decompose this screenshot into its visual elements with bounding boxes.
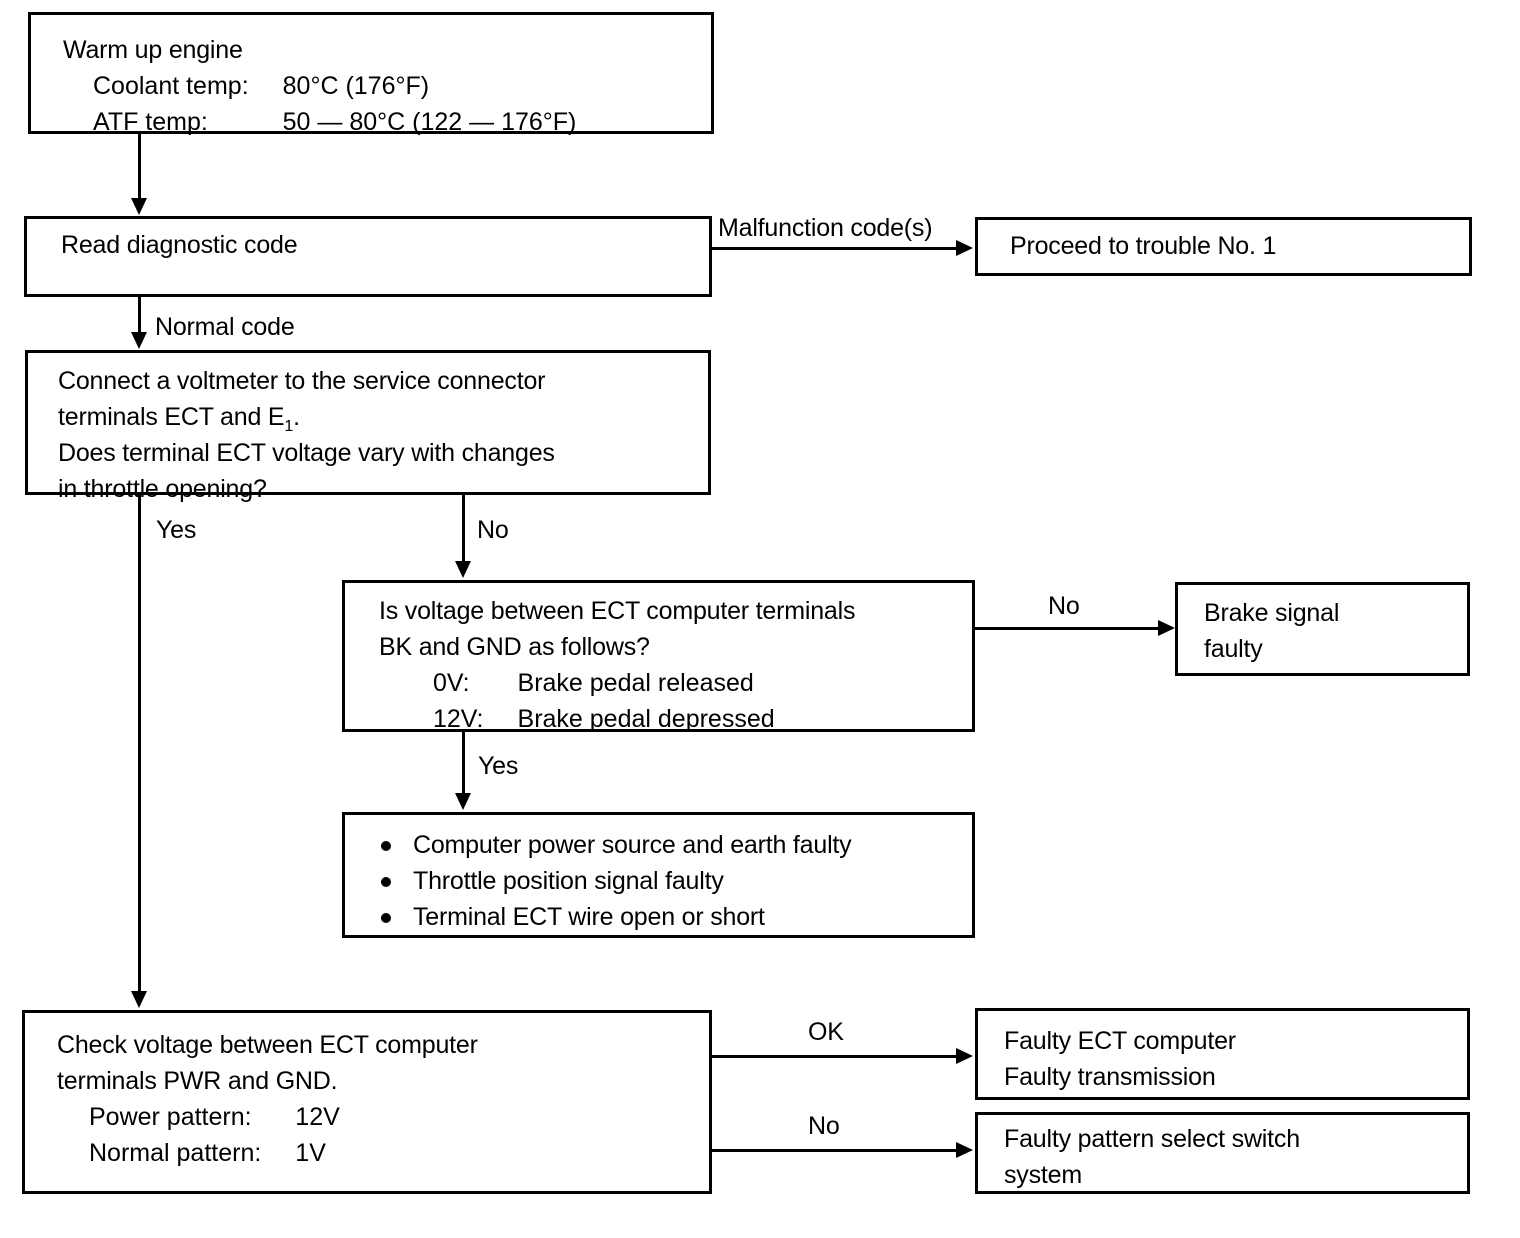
node-probable-causes: Computer power source and earth faulty T… (342, 812, 975, 938)
arrowhead-right-icon (956, 1142, 973, 1158)
connector-voltmeter-no (462, 495, 465, 563)
node-check-voltage: Check voltage between ECT computer termi… (22, 1010, 712, 1194)
normal-pattern-label: Normal pattern: (89, 1139, 262, 1167)
edge-label-no-voltmeter: No (477, 516, 509, 544)
voltmeter-line-2-subscript: 1 (284, 418, 294, 435)
arrowhead-down-icon (131, 198, 147, 215)
power-pattern-value: 12V (295, 1103, 340, 1131)
node-faulty-ect-computer: Faulty ECT computer Faulty transmission (975, 1008, 1470, 1100)
spacer (249, 104, 283, 140)
node-brake-signal-faulty: Brake signal faulty (1175, 582, 1470, 676)
table-row: Power pattern: 12V (89, 1099, 340, 1135)
faulty-switch-line-2: system (1004, 1161, 1082, 1189)
arrowhead-down-icon (131, 332, 147, 349)
node-connect-voltmeter: Connect a voltmeter to the service conne… (25, 350, 711, 503)
spacer (484, 701, 518, 737)
connector-warmup-to-readcode (138, 134, 141, 200)
read-code-text: Read diagnostic code (61, 231, 298, 259)
pedal-released-label: 0V: (433, 669, 470, 697)
pedal-released-value: Brake pedal released (517, 669, 754, 697)
faulty-switch-line-1: Faulty pattern select switch (1004, 1125, 1300, 1153)
voltmeter-line-3: Does terminal ECT voltage vary with chan… (58, 439, 555, 467)
table-row: 0V: Brake pedal released (433, 665, 775, 701)
list-item: Terminal ECT wire open or short (381, 899, 851, 935)
coolant-temp-label: Coolant temp: (93, 72, 249, 100)
voltmeter-line-1: Connect a voltmeter to the service conne… (58, 367, 546, 395)
coolant-temp-value: 80°C (176°F) (282, 72, 430, 100)
connector-isvoltage-yes (462, 732, 465, 795)
arrowhead-down-icon (455, 793, 471, 810)
check-voltage-line-1: Check voltage between ECT computer (57, 1031, 478, 1059)
cause-text: Throttle position signal faulty (413, 867, 724, 895)
arrowhead-down-icon (131, 991, 147, 1008)
normal-pattern-value: 1V (295, 1139, 326, 1167)
check-voltage-line-2: terminals PWR and GND. (57, 1067, 338, 1095)
warm-up-temp-table: Coolant temp: 80°C (176°F) ATF temp: 50 … (93, 68, 576, 140)
is-voltage-line-1: Is voltage between ECT computer terminal… (379, 597, 856, 625)
atf-temp-value: 50 — 80°C (122 — 176°F) (282, 108, 577, 136)
connector-readcode-to-proceed (710, 247, 958, 250)
brake-signal-line-2: faulty (1204, 635, 1263, 663)
edge-label-no-check: No (808, 1112, 840, 1140)
edge-label-yes-voltmeter: Yes (156, 516, 197, 544)
edge-label-malfunction-codes: Malfunction code(s) (718, 214, 933, 242)
node-warm-up-engine: Warm up engine Coolant temp: 80°C (176°F… (28, 12, 714, 136)
faulty-computer-line-1: Faulty ECT computer (1004, 1027, 1236, 1055)
edge-label-normal-code: Normal code (155, 313, 295, 341)
pedal-depressed-label: 12V: (433, 705, 484, 733)
node-faulty-pattern-select-switch: Faulty pattern select switch system (975, 1112, 1470, 1194)
brake-signal-line-1: Brake signal (1204, 599, 1340, 627)
connector-readcode-to-voltmeter (138, 297, 141, 334)
proceed-trouble-text: Proceed to trouble No. 1 (1010, 232, 1277, 260)
connector-checkvoltage-no (712, 1149, 958, 1152)
node-is-voltage-between-terminals: Is voltage between ECT computer terminal… (342, 580, 975, 733)
voltmeter-line-2: terminals ECT and E1. (58, 399, 300, 445)
is-voltage-values-table: 0V: Brake pedal released 12V: Brake peda… (433, 665, 775, 737)
spacer (261, 1099, 295, 1135)
cause-text: Computer power source and earth faulty (413, 831, 852, 859)
spacer (484, 665, 518, 701)
bullet-icon (381, 877, 391, 887)
node-proceed-to-trouble: Proceed to trouble No. 1 (975, 217, 1472, 276)
voltmeter-line-2-pre: terminals ECT and E (58, 403, 285, 431)
list-item: Computer power source and earth faulty (381, 827, 852, 863)
causes-list: Computer power source and earth faulty T… (381, 827, 852, 935)
power-pattern-label: Power pattern: (89, 1103, 252, 1131)
edge-label-ok-check: OK (808, 1018, 844, 1046)
check-voltage-values-table: Power pattern: 12V Normal pattern: 1V (89, 1099, 340, 1171)
cause-text: Terminal ECT wire open or short (413, 903, 765, 931)
table-row: Normal pattern: 1V (89, 1135, 340, 1171)
warm-up-title: Warm up engine (63, 36, 243, 64)
bullet-icon (381, 913, 391, 923)
node-read-diagnostic-code: Read diagnostic code (24, 216, 712, 297)
arrowhead-right-icon (1158, 620, 1175, 636)
connector-isvoltage-to-brakesignal (975, 627, 1161, 630)
table-row: Coolant temp: 80°C (176°F) (93, 68, 576, 104)
voltmeter-line-2-post: . (293, 403, 300, 431)
faulty-computer-line-2: Faulty transmission (1004, 1063, 1216, 1091)
spacer (249, 68, 283, 104)
bullet-icon (381, 841, 391, 851)
connector-checkvoltage-ok (712, 1055, 958, 1058)
pedal-depressed-value: Brake pedal depressed (517, 705, 775, 733)
arrowhead-right-icon (956, 240, 973, 256)
spacer (261, 1135, 295, 1171)
edge-label-yes-brake: Yes (478, 752, 519, 780)
atf-temp-label: ATF temp: (93, 108, 208, 136)
table-row: 12V: Brake pedal depressed (433, 701, 775, 737)
list-item: Throttle position signal faulty (381, 863, 851, 899)
table-row: ATF temp: 50 — 80°C (122 — 176°F) (93, 104, 576, 140)
voltmeter-line-4: in throttle opening? (58, 475, 267, 503)
connector-voltmeter-yes (138, 495, 141, 993)
is-voltage-line-2: BK and GND as follows? (379, 633, 650, 661)
edge-label-no-brake: No (1048, 592, 1080, 620)
arrowhead-down-icon (455, 561, 471, 578)
arrowhead-right-icon (956, 1048, 973, 1064)
